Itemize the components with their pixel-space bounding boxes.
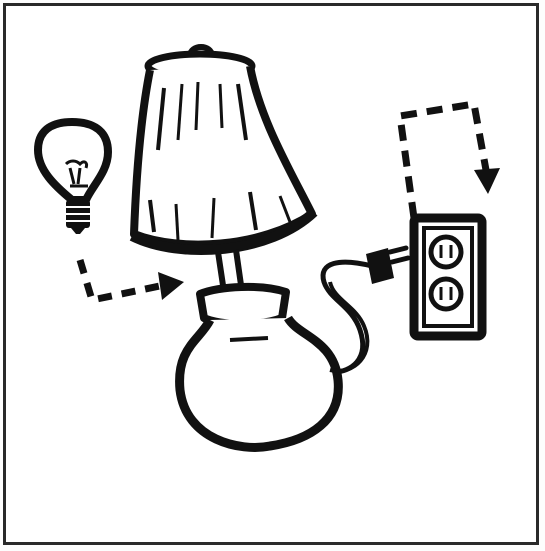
bulb-icon: [38, 122, 108, 234]
lampshade: [132, 47, 314, 250]
arrow-outlet-loop: [400, 104, 500, 218]
lamp-base: [180, 287, 339, 448]
arrow-bulb-to-lamp: [80, 260, 184, 300]
outlet-icon: [414, 218, 482, 336]
plug-icon: [366, 248, 408, 284]
